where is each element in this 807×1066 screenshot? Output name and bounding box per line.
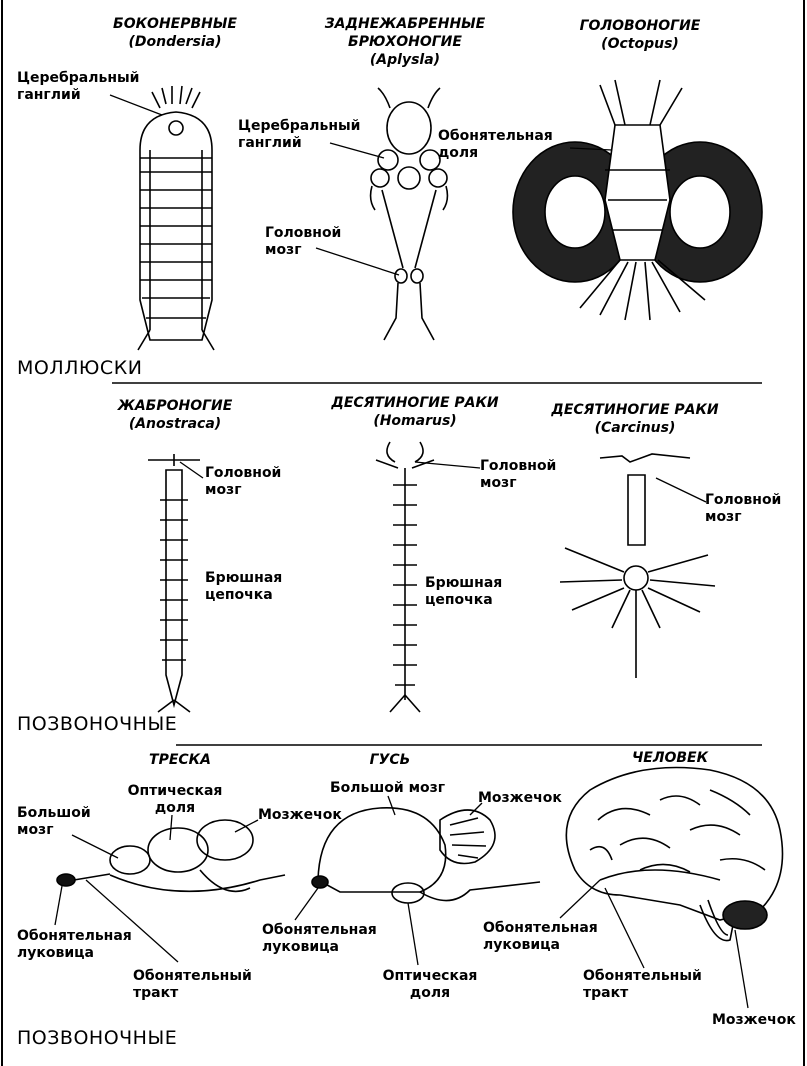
dondersia-illustration (138, 86, 214, 350)
goose-bulb-label-1: Обонятельная (262, 922, 377, 939)
cod-tract-label-1: Обонятельный (133, 968, 252, 985)
anostraca-illustration (148, 454, 200, 712)
human-title: ЧЕЛОВЕК (620, 750, 720, 767)
anostraca-brain-label-1: Головной (205, 465, 281, 482)
goose-bulb-pointer (295, 888, 318, 920)
goose-brain-illustration (312, 808, 540, 903)
aplysia-title-line-1: ЗАДНЕЖАБРЕННЫЕ (300, 16, 510, 33)
octopus-olfactory-label-1: Обонятельная (438, 128, 553, 145)
homarus-brain-pointer (415, 462, 480, 468)
human-tract-pointer (605, 888, 644, 968)
carcinus-brain-label-2: мозг (705, 509, 742, 526)
cod-bulb-label-1: Обонятельная (17, 928, 132, 945)
aplysia-ganglion-pointer (330, 143, 384, 158)
carcinus-illustration (560, 454, 715, 678)
cod-title: ТРЕСКА (135, 752, 225, 769)
human-bulb-label-2: луковица (483, 937, 560, 954)
anostraca-latin: (Anostraca) (100, 416, 250, 433)
aplysia-illustration (371, 88, 448, 340)
dondersia-ganglion-label-1: Церебральный (17, 70, 140, 87)
goose-cerebrum-label: Большой мозг (330, 780, 445, 797)
aplysia-title-line-2: БРЮХОНОГИЕ (300, 34, 510, 51)
cod-cerebrum-pointer (72, 835, 118, 858)
homarus-chain-label-1: Брюшная (425, 575, 502, 592)
goose-optic-pointer (408, 903, 418, 965)
carcinus-brain-pointer (656, 478, 706, 502)
goose-optic-label-2: доля (375, 985, 485, 1002)
carcinus-latin: (Carcinus) (535, 420, 735, 437)
section-molluscs: МОЛЛЮСКИ (17, 360, 142, 377)
aplysia-ganglion-label-1: Церебральный (238, 118, 361, 135)
section-vertebrates-2: ПОЗВОНОЧНЫЕ (17, 1030, 177, 1047)
anostraca-title: ЖАБРОНОГИЕ (100, 398, 250, 415)
section-vertebrates-1: ПОЗВОНОЧНЫЕ (17, 716, 177, 733)
homarus-chain-label-2: цепочка (425, 592, 493, 609)
cod-cerebrum-label-2: мозг (17, 822, 54, 839)
homarus-brain-label-2: мозг (480, 475, 517, 492)
anostraca-chain-label-2: цепочка (205, 587, 273, 604)
cod-tract-pointer (86, 880, 178, 962)
cod-tract-label-2: тракт (133, 985, 178, 1002)
cod-bulb-label-2: луковица (17, 945, 94, 962)
anostraca-brain-pointer (180, 462, 203, 478)
cod-cerebrum-label-1: Большой (17, 805, 91, 822)
octopus-latin: (Octopus) (560, 36, 720, 53)
aplysia-brain-label-1: Головной (265, 225, 341, 242)
goose-optic-label-1: Оптическая (375, 968, 485, 985)
goose-bulb-label-2: луковица (262, 939, 339, 956)
human-bulb-pointer (560, 880, 600, 918)
aplysia-brain-pointer (316, 248, 399, 275)
dondersia-latin: (Dondersia) (85, 34, 265, 51)
human-cerebellum-label: Мозжечок (712, 1012, 796, 1029)
goose-title: ГУСЬ (360, 752, 420, 769)
homarus-latin: (Homarus) (315, 413, 515, 430)
dondersia-ganglion-label-2: ганглий (17, 87, 81, 104)
cod-cerebellum-label: Мозжечок (258, 807, 342, 824)
human-cerebellum-pointer (735, 930, 748, 1008)
aplysia-ganglion-label-2: ганглий (238, 135, 302, 152)
cod-optic-label-1: Оптическая (125, 783, 225, 800)
homarus-brain-label-1: Головной (480, 458, 556, 475)
anostraca-brain-label-2: мозг (205, 482, 242, 499)
human-brain-illustration (566, 768, 782, 941)
goose-cerebrum-pointer (388, 796, 395, 815)
dondersia-title: БОКОНЕРВНЫЕ (85, 16, 265, 33)
human-bulb-label-1: Обонятельная (483, 920, 598, 937)
human-tract-label-1: Обонятельный (583, 968, 702, 985)
homarus-title: ДЕСЯТИНОГИЕ РАКИ (315, 395, 515, 412)
octopus-title: ГОЛОВОНОГИЕ (560, 18, 720, 35)
aplysia-brain-label-2: мозг (265, 242, 302, 259)
goose-cerebellum-label: Мозжечок (478, 790, 562, 807)
cod-bulb-pointer (55, 886, 62, 925)
cod-optic-pointer (170, 815, 172, 840)
carcinus-brain-label-1: Головной (705, 492, 781, 509)
carcinus-title: ДЕСЯТИНОГИЕ РАКИ (535, 402, 735, 419)
octopus-olfactory-label-2: доля (438, 145, 478, 162)
aplysia-latin: (Aplysla) (300, 52, 510, 69)
human-tract-label-2: тракт (583, 985, 628, 1002)
cod-optic-label-2: доля (125, 800, 225, 817)
octopus-illustration (513, 80, 762, 320)
anostraca-chain-label-1: Брюшная (205, 570, 282, 587)
